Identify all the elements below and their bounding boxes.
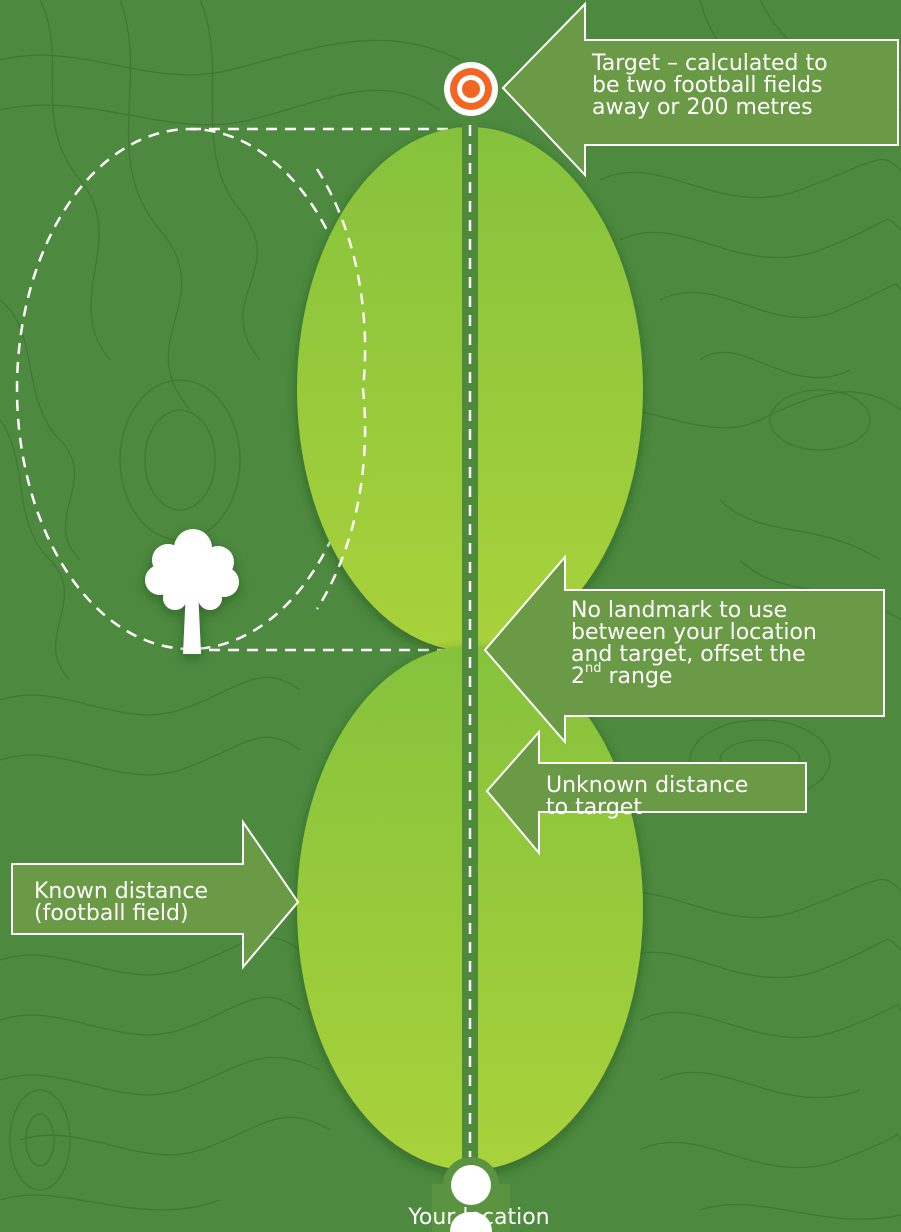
landmark-callout-text: No landmark to use between your location… (571, 600, 817, 688)
known-distance-line: Known distance (34, 879, 208, 904)
target-callout-line: Target – calculated to (592, 51, 828, 76)
target-callout-arrow (501, 1, 899, 178)
known-distance-callout-text: Known distance (football field) (34, 881, 208, 925)
target-callout-text: Target – calculated to be two football f… (592, 53, 828, 119)
target-callout-line: away or 200 metres (592, 95, 813, 120)
landmark-callout-arrow (483, 554, 885, 745)
landmark-callout-line: 2nd range (571, 662, 817, 689)
range-word: range (601, 664, 673, 689)
landmark-callout-line: and target, offset the (571, 642, 806, 667)
tree-icon (145, 529, 239, 654)
line-of-sight-path (462, 110, 478, 1200)
your-location-label: Your location (408, 1205, 550, 1230)
known-distance-line: (football field) (34, 901, 189, 926)
unknown-distance-line: to target (546, 795, 642, 820)
range-ordinal-suffix: nd (585, 660, 602, 676)
known-distance-callout-arrow (11, 818, 300, 970)
bullseye-target-icon (444, 62, 498, 116)
offset-ellipse-overlap (315, 168, 367, 610)
unknown-distance-line: Unknown distance (546, 773, 749, 798)
person-icon (432, 1157, 510, 1232)
range-number: 2 (571, 664, 585, 689)
landmark-callout-line: No landmark to use (571, 598, 788, 623)
landmark-callout-line: between your location (571, 620, 817, 645)
unknown-distance-callout-arrow (485, 729, 807, 856)
unknown-distance-callout-text: Unknown distance to target (546, 775, 748, 819)
target-callout-line: be two football fields (592, 73, 823, 98)
